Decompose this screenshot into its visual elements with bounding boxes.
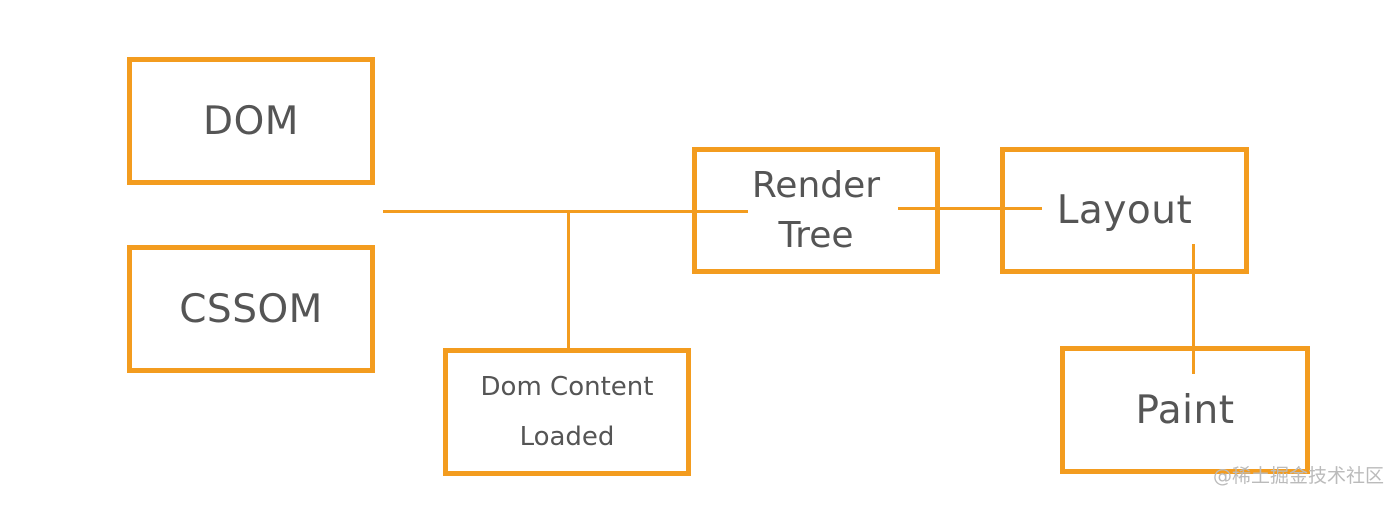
watermark: @稀土掘金技术社区 (1212, 465, 1384, 487)
cssom-label: CSSOM (179, 286, 323, 332)
connector-to-dom-content-loaded (567, 212, 570, 352)
dom-content-loaded-box: Dom Content Loaded (443, 348, 691, 476)
connector-render-tree-to-layout (898, 207, 1042, 210)
connector-main-horizontal (383, 210, 748, 213)
paint-label: Paint (1135, 387, 1235, 433)
layout-label: Layout (1056, 188, 1193, 233)
connector-layout-to-paint (1192, 244, 1195, 374)
layout-box: Layout (1000, 147, 1249, 274)
dom-box: DOM (127, 57, 375, 185)
render-tree-label-line1: Render (751, 164, 881, 206)
paint-box: Paint (1060, 346, 1310, 474)
render-tree-box: Render Tree (692, 147, 940, 274)
dom-content-loaded-label-line2: Loaded (519, 422, 615, 452)
dom-label: DOM (203, 98, 299, 144)
dom-content-loaded-label-line1: Dom Content (480, 372, 654, 402)
render-tree-label-line2: Tree (778, 214, 854, 256)
cssom-box: CSSOM (127, 245, 375, 373)
